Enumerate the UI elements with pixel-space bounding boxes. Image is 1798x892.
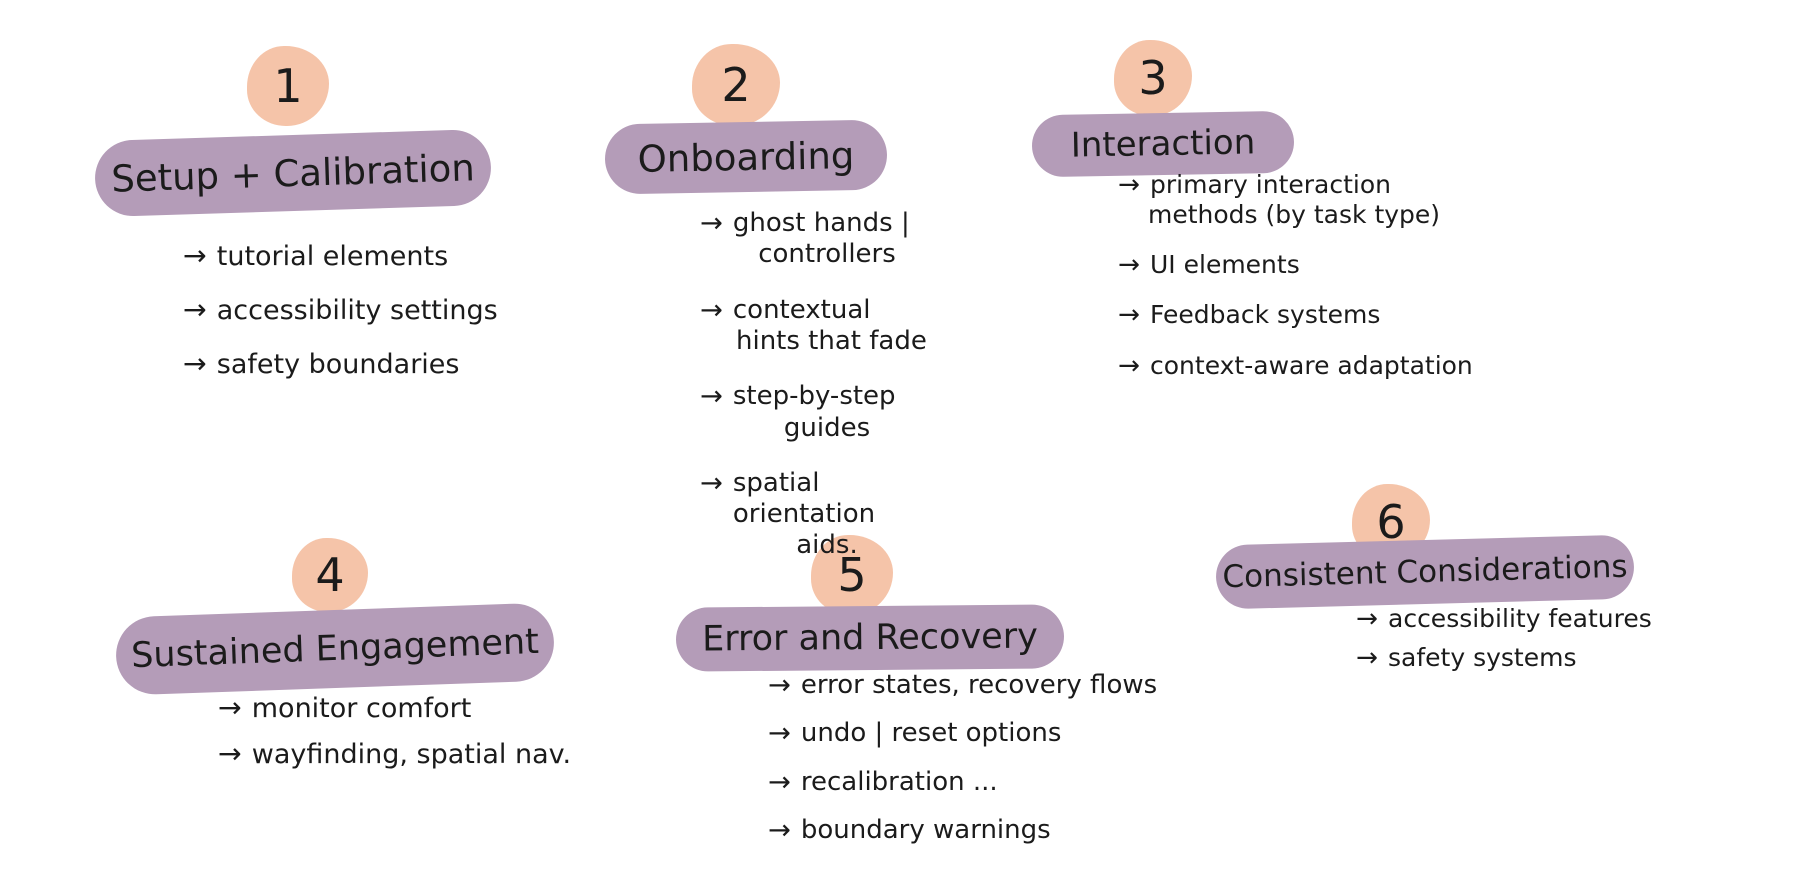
arrow-icon: → bbox=[700, 208, 723, 239]
item-text: monitor comfort bbox=[251, 693, 472, 724]
section-1-heading: Setup + Calibration bbox=[93, 128, 493, 218]
arrow-icon: → bbox=[1118, 250, 1140, 281]
section-6-list: → accessibility features → safety systems bbox=[1356, 604, 1652, 682]
list-item: → accessibility features bbox=[1356, 604, 1652, 634]
item-text: safety systems bbox=[1388, 643, 1577, 673]
item-text: accessibility features bbox=[1388, 604, 1652, 633]
arrow-icon: → bbox=[1356, 643, 1378, 674]
arrow-icon: → bbox=[700, 467, 723, 499]
list-item: → step-by-step guides bbox=[700, 381, 936, 444]
section-6-heading: Consistent Considerations bbox=[1215, 534, 1635, 610]
arrow-icon: → bbox=[1356, 604, 1378, 634]
list-item: → ghost hands | controllers bbox=[700, 208, 936, 271]
arrow-icon: → bbox=[768, 766, 791, 798]
section-2-list: → ghost hands | controllers → contextual h… bbox=[700, 208, 936, 585]
section-1-number-badge: 1 bbox=[247, 46, 329, 126]
list-item: → contextual hints that fade bbox=[700, 295, 936, 358]
section-2-heading: Onboarding bbox=[604, 119, 888, 195]
list-item: → spatial orientation aids. bbox=[700, 468, 936, 562]
item-text-line2: hints that fade bbox=[736, 325, 927, 356]
section-1-list: → tutorial elements → accessibility settin… bbox=[183, 239, 498, 401]
list-item: → context-aware adaptation bbox=[1118, 351, 1473, 381]
section-3-heading: Interaction bbox=[1031, 110, 1295, 178]
section-4-title: Sustained Engagement bbox=[130, 621, 540, 677]
arrow-icon: → bbox=[183, 239, 207, 272]
arrow-icon: → bbox=[1118, 170, 1140, 200]
item-text: boundary warnings bbox=[800, 815, 1051, 846]
item-text-line2: aids. bbox=[796, 530, 858, 561]
arrow-icon: → bbox=[1118, 300, 1140, 331]
section-3-title: Interaction bbox=[1070, 122, 1256, 166]
section-4-number-badge: 4 bbox=[292, 538, 368, 612]
item-text: tutorial elements bbox=[216, 241, 449, 272]
section-4-list: → monitor comfort → wayfinding, spatial na… bbox=[218, 691, 572, 784]
arrow-icon: → bbox=[768, 815, 791, 847]
item-text: wayfinding, spatial nav. bbox=[251, 738, 572, 770]
section-6-title: Consistent Considerations bbox=[1222, 548, 1628, 596]
section-1-title: Setup + Calibration bbox=[110, 145, 476, 201]
item-text: ghost hands | bbox=[732, 208, 910, 238]
list-item: → primary interaction methods (by task ty… bbox=[1118, 170, 1473, 230]
list-item: → recalibration ... bbox=[768, 767, 1157, 798]
item-text: primary interaction bbox=[1150, 170, 1391, 199]
section-5-title: Error and Recovery bbox=[701, 616, 1039, 660]
item-text: error states, recovery flows bbox=[800, 670, 1158, 700]
list-item: → safety boundaries bbox=[183, 346, 498, 382]
item-text-line2: controllers bbox=[758, 239, 896, 270]
item-text: accessibility settings bbox=[216, 294, 498, 326]
section-1-number: 1 bbox=[273, 59, 303, 113]
list-item: → monitor comfort bbox=[218, 691, 571, 726]
section-5-number: 5 bbox=[837, 548, 867, 602]
arrow-icon: → bbox=[183, 292, 207, 326]
section-2-number-badge: 2 bbox=[692, 44, 780, 126]
arrow-icon: → bbox=[218, 691, 242, 724]
section-2-number: 2 bbox=[721, 58, 751, 112]
arrow-icon: → bbox=[768, 718, 791, 750]
list-item: → undo | reset options bbox=[768, 718, 1157, 749]
list-item: → boundary warnings bbox=[768, 815, 1157, 846]
list-item: → error states, recovery flows bbox=[768, 670, 1157, 701]
item-text: Feedback systems bbox=[1150, 300, 1381, 330]
arrow-icon: → bbox=[183, 346, 207, 380]
section-3-number: 3 bbox=[1138, 51, 1168, 105]
list-item: → UI elements bbox=[1118, 250, 1473, 280]
arrow-icon: → bbox=[700, 381, 723, 413]
item-text: UI elements bbox=[1150, 250, 1300, 280]
list-item: → Feedback systems bbox=[1118, 300, 1473, 330]
section-5-list: → error states, recovery flows → undo | re… bbox=[768, 670, 1157, 864]
list-item: → accessibility settings bbox=[183, 292, 498, 328]
arrow-icon: → bbox=[768, 670, 791, 701]
section-4-heading: Sustained Engagement bbox=[114, 602, 556, 696]
item-text: spatial orientation bbox=[732, 467, 876, 529]
list-item: → wayfinding, spatial nav. bbox=[218, 736, 572, 772]
section-2-title: Onboarding bbox=[637, 133, 855, 181]
item-text-line2: guides bbox=[783, 412, 871, 443]
item-text: contextual bbox=[732, 294, 871, 325]
item-text: undo | reset options bbox=[800, 718, 1062, 749]
section-3-list: → primary interaction methods (by task ty… bbox=[1118, 170, 1473, 401]
item-text-line2: methods (by task type) bbox=[1148, 200, 1441, 230]
item-text: context-aware adaptation bbox=[1150, 350, 1473, 380]
section-6-number: 6 bbox=[1376, 495, 1406, 549]
arrow-icon: → bbox=[218, 736, 242, 770]
arrow-icon: → bbox=[700, 294, 723, 326]
section-3-number-badge: 3 bbox=[1114, 40, 1192, 116]
section-5-heading: Error and Recovery bbox=[675, 604, 1065, 672]
item-text: safety boundaries bbox=[216, 348, 460, 380]
list-item: → safety systems bbox=[1356, 643, 1652, 673]
item-text: step-by-step bbox=[732, 381, 896, 412]
list-item: → tutorial elements bbox=[183, 239, 498, 274]
section-4-number: 4 bbox=[315, 548, 345, 602]
item-text: recalibration ... bbox=[800, 766, 998, 797]
arrow-icon: → bbox=[1118, 350, 1140, 381]
section-5-number-badge: 5 bbox=[811, 535, 893, 615]
